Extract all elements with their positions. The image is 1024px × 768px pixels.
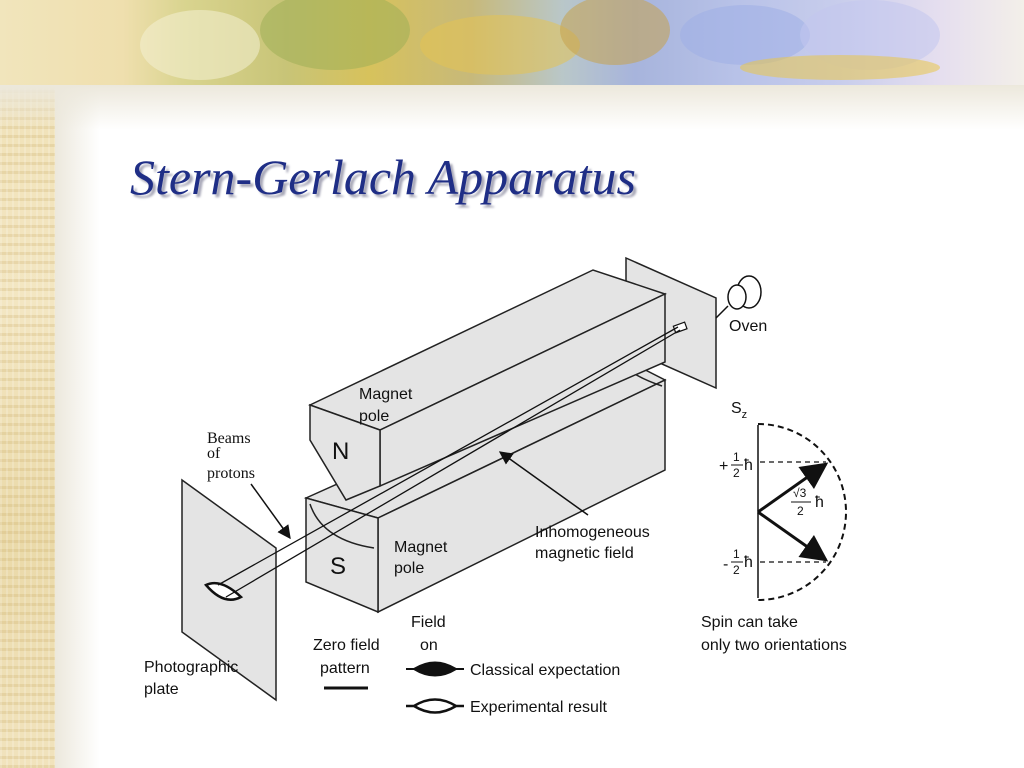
half-numerator-top: 1 xyxy=(733,450,740,464)
proton-beam-upper xyxy=(217,326,679,586)
beams-label: Beams xyxy=(207,430,251,447)
experimental-result-label: Experimental result xyxy=(470,699,608,716)
proton-beam-lower xyxy=(225,329,681,598)
classical-expectation-mark xyxy=(406,661,464,677)
field-pointer-arrow xyxy=(498,451,589,516)
s-magnet-pole-label: Magnet xyxy=(394,539,448,556)
beams-label-line3: protons xyxy=(207,465,255,482)
zero-field-label-line2: pattern xyxy=(320,660,370,677)
spin-caption-line2: only two orientations xyxy=(701,637,847,654)
oven-body-front xyxy=(727,284,747,310)
banner-leaf-shape xyxy=(420,15,580,75)
sqrt3-denominator: 2 xyxy=(797,504,804,518)
half-denominator-top: 2 xyxy=(733,466,740,480)
sqrt3-numerator: √3 xyxy=(793,486,807,500)
spin-semicircle xyxy=(757,423,847,601)
inhomogeneous-field-label: Inhomogeneous xyxy=(535,524,650,541)
inhomogeneous-field-label-line2: magnetic field xyxy=(535,545,634,562)
photographic-plate-label: Photographic xyxy=(144,659,238,676)
banner-grass-shape xyxy=(740,55,940,80)
field-on-label-line2: on xyxy=(420,637,438,654)
slide-title: Stern-Gerlach Apparatus xyxy=(130,149,636,205)
banner-leaf-shape xyxy=(560,0,670,65)
banner-stone-shape xyxy=(680,5,810,65)
beams-pointer-arrow xyxy=(250,483,291,540)
banner-leaf-shape xyxy=(260,0,410,70)
experimental-result-mark xyxy=(406,698,464,714)
spin-down-vector xyxy=(757,510,829,562)
hbar-bottom: ħ xyxy=(744,554,753,571)
spin-up-vector xyxy=(757,462,829,514)
n-magnet-pole-label-line2: pole xyxy=(359,408,389,425)
decorative-banner xyxy=(0,0,1024,85)
spin-caption: Spin can take xyxy=(701,614,798,631)
sz-axis-label: Sz xyxy=(731,400,747,421)
oven-label: Oven xyxy=(729,318,767,335)
beams-label-line2: of xyxy=(207,445,221,462)
zero-field-label: Zero field xyxy=(313,637,380,654)
field-on-label: Field xyxy=(411,614,446,631)
n-pole-letter: N xyxy=(332,438,349,465)
oven-connector xyxy=(715,305,729,319)
s-magnet-pole-label-line2: pole xyxy=(394,560,424,577)
classical-expectation-label: Classical expectation xyxy=(470,662,620,679)
half-numerator-bottom: 1 xyxy=(733,547,740,561)
photographic-plate-label-line2: plate xyxy=(144,681,179,698)
s-pole-letter: S xyxy=(330,553,346,580)
hbar-middle: ħ xyxy=(815,494,824,511)
half-denominator-bottom: 2 xyxy=(733,563,740,577)
plate-split-pattern xyxy=(203,581,244,601)
hbar-top: ħ xyxy=(744,457,753,474)
banner-leaf-shape xyxy=(140,10,260,80)
plus-sign: + xyxy=(719,458,728,475)
banner-fade xyxy=(0,85,1024,130)
n-magnet-pole-label: Magnet xyxy=(359,386,413,403)
n-magnet-front-face xyxy=(309,403,381,501)
minus-sign: - xyxy=(723,556,728,573)
s-magnet-groove xyxy=(309,503,375,549)
